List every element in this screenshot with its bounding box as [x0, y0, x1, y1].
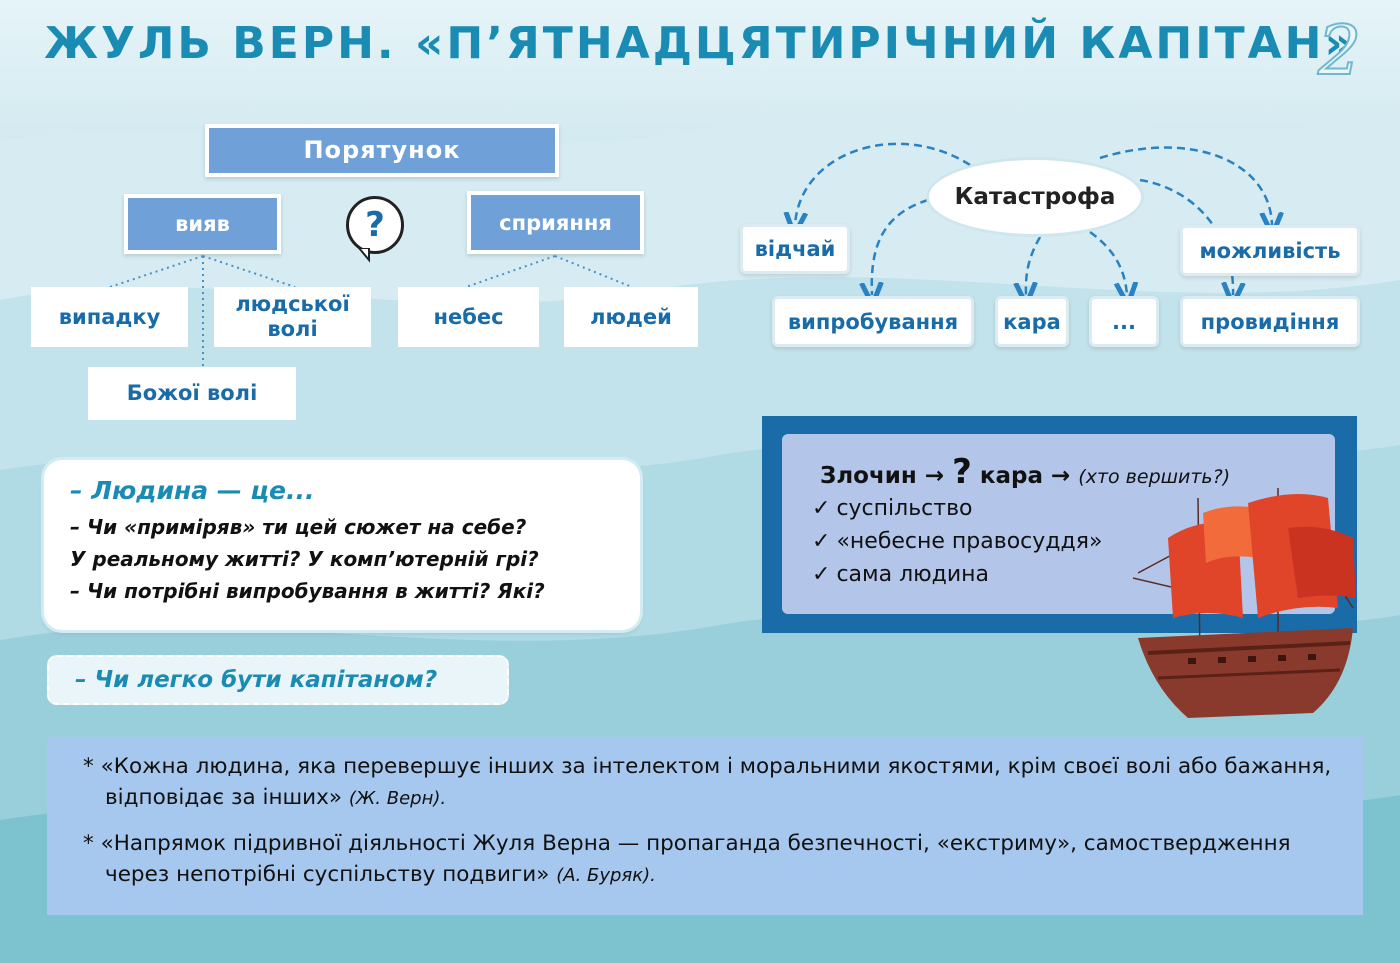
crime-option: ✓сама людина [812, 562, 990, 587]
crime-option: ✓«небесне правосуддя» [812, 529, 1103, 554]
tag-ellipsis: ... [1089, 296, 1159, 347]
quotes-panel: * «Кожна людина, яка перевершує інших за… [47, 737, 1363, 915]
crime-option: ✓суспільство [812, 496, 973, 521]
assistance-box: сприяння [467, 191, 644, 254]
quote-verne: * «Кожна людина, яка перевершує інших за… [83, 754, 1332, 810]
captain-question: – Чи легко бути капітаном? [47, 655, 509, 705]
human-question-line: – Чи потрібні випробування в житті? Які? [70, 579, 545, 603]
quote-buryak: * «Напрямок підривної діяльності Жуля Ве… [83, 831, 1291, 887]
checkmark-icon: ✓ [812, 529, 831, 554]
human-question-line: У реальному житті? У комп’ютерній грі? [70, 547, 539, 571]
item-gods-will: Божої волі [88, 367, 296, 420]
item-people: людей [564, 287, 698, 347]
catastrophe-center: Катастрофа [926, 157, 1144, 237]
human-questions-panel: – Людина — це... – Чи «приміряв» ти цей … [44, 460, 640, 630]
crime-word: Злочин [820, 463, 917, 489]
question-bubble-icon: ? [346, 196, 404, 254]
sailing-ship-illustration [1132, 488, 1356, 718]
tag-punishment: кара [995, 296, 1069, 347]
question-mark: ? [952, 452, 972, 492]
tag-providence: провидіння [1180, 296, 1360, 347]
rescue-title-box: Порятунок [205, 124, 559, 177]
crime-note: (хто вершить?) [1078, 466, 1231, 488]
page-number: 2 [1317, 11, 1362, 92]
tag-trial: випробування [772, 296, 974, 347]
item-human-will: людської волі [214, 287, 371, 347]
human-heading: – Людина — це... [70, 476, 315, 505]
checkmark-icon: ✓ [812, 496, 831, 521]
bubble-tail [357, 248, 370, 263]
arrow-right-icon: → [1051, 463, 1071, 489]
tag-despair: відчай [740, 224, 850, 274]
crime-heading: Злочин → ? кара → (хто вершить?) [820, 452, 1335, 492]
checkmark-icon: ✓ [812, 562, 831, 587]
item-chance: випадку [31, 287, 188, 347]
item-heavens: небес [398, 287, 539, 347]
tag-opportunity: можливість [1180, 225, 1360, 276]
human-question-line: – Чи «приміряв» ти цей сюжет на себе? [70, 515, 527, 539]
arrow-right-icon: → [924, 463, 945, 489]
punishment-word: кара [979, 463, 1043, 489]
manifestation-box: вияв [124, 194, 281, 254]
page-title: ЖУЛЬ ВЕРН. «П’ЯТНАДЦЯТИРІЧНИЙ КАПІТАН» [44, 18, 1356, 69]
